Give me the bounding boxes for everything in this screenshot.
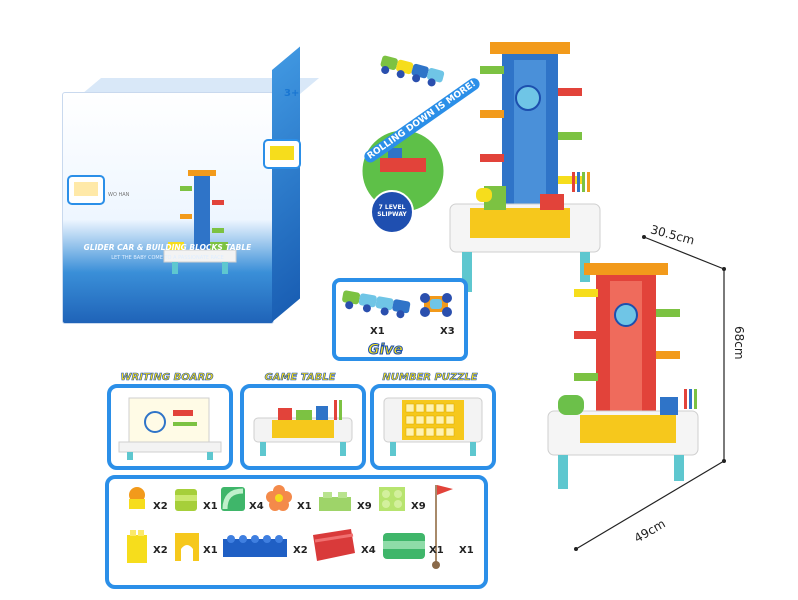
part-qty: X2 xyxy=(153,501,168,512)
number-puzzle-image xyxy=(383,397,483,456)
mode-title-number-puzzle: NUMBER PUZZLE xyxy=(382,372,478,384)
give-train-car-qty: X1 xyxy=(370,326,385,337)
part-flag-icon xyxy=(432,485,453,569)
give-race-car-icon xyxy=(420,293,452,317)
box-subtitle: LET THE BABY COME TO A PASSIONATE RACE xyxy=(111,255,224,261)
box-inset-puzzle xyxy=(263,139,301,169)
part-qty: X9 xyxy=(411,501,426,512)
box-brand: WO HAN xyxy=(108,192,130,198)
part-qty: X1 xyxy=(429,545,444,556)
dimension-height: 68cm xyxy=(732,326,746,360)
give-train-car-icon xyxy=(342,290,411,319)
part-qty: X1 xyxy=(203,545,218,556)
part-straight-track-icon xyxy=(175,489,197,511)
part-qty: X2 xyxy=(293,545,308,556)
main-product-image xyxy=(449,42,601,292)
part-qty: X4 xyxy=(361,545,376,556)
box-inset-writing-board xyxy=(67,175,105,205)
mode-title-game-table: GAME TABLE xyxy=(264,372,336,384)
box-front-face xyxy=(62,92,274,324)
mode-card-number-puzzle xyxy=(370,384,496,470)
slipway-badge: 7 LEVEL SLIPWAY xyxy=(370,190,414,234)
part-ball-icon xyxy=(129,487,145,509)
mode-title-writing-board: WRITING BOARD xyxy=(120,372,214,384)
box-title: GLIDER CAR & BUILDING BLOCKS TABLE xyxy=(83,243,252,252)
product-box: 3+ WO HAN GLIDER CAR & BUILDING BLOCKS T… xyxy=(62,46,320,325)
part-qty: X2 xyxy=(153,545,168,556)
mode-card-writing-board xyxy=(107,384,233,470)
part-green-long-track-icon xyxy=(383,533,425,559)
part-qty: X4 xyxy=(249,501,264,512)
part-red-slope-icon xyxy=(313,529,355,561)
mode-card-game-table xyxy=(240,384,366,470)
game-table-image xyxy=(253,400,353,456)
part-curve-track-icon xyxy=(221,487,245,511)
part-blue-base-icon xyxy=(223,535,287,557)
give-race-car-qty: X3 xyxy=(440,326,455,337)
train-car-toy xyxy=(380,55,445,87)
part-2x2-brick-icon xyxy=(379,487,405,511)
give-label: Give xyxy=(368,342,404,359)
part-qty: X1 xyxy=(297,501,312,512)
dimensioned-product-image xyxy=(547,263,699,489)
part-qty: X9 xyxy=(357,501,372,512)
box-product-image xyxy=(163,170,237,274)
part-flag-qty: X1 xyxy=(459,545,474,556)
writing-board-image xyxy=(118,397,222,460)
dimension-lines xyxy=(574,235,726,551)
give-panel: X1 X3 xyxy=(332,278,468,361)
box-age-badge: 3+ xyxy=(284,88,300,99)
part-arch-brick-icon xyxy=(175,533,199,561)
part-flower-icon xyxy=(266,485,292,511)
parts-panel: X2 X1 X4 X1 X9 X9 X2 X1 X2 xyxy=(105,475,488,589)
part-yellow-brick-icon xyxy=(127,530,147,563)
part-2x1-brick-icon xyxy=(319,492,351,511)
part-qty: X1 xyxy=(203,501,218,512)
